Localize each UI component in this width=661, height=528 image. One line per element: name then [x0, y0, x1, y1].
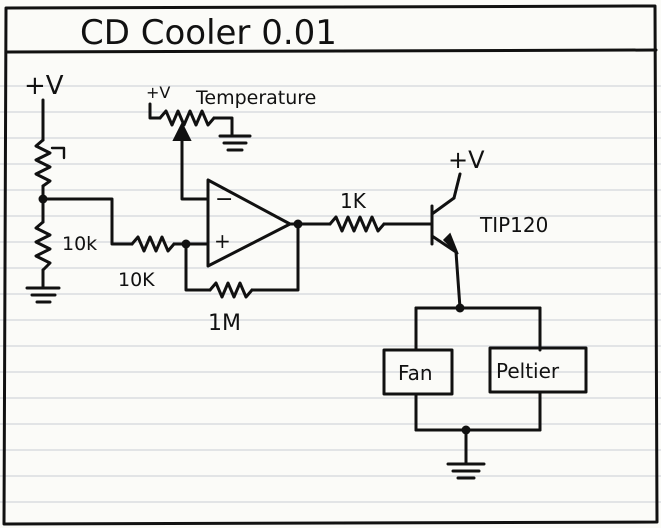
label-10k-input: 10K — [118, 269, 155, 291]
opamp-triangle — [206, 178, 292, 268]
wire-pot-ground — [212, 116, 234, 138]
frame-border — [2, 4, 659, 526]
potentiometer-wiper-arrow — [172, 121, 192, 141]
supply-label-pot: +V — [146, 83, 170, 102]
label-1m: 1M — [208, 311, 241, 336]
opamp-minus-label: − — [215, 187, 233, 212]
ground-icon-pot — [218, 134, 252, 152]
ruled-lines — [0, 85, 661, 503]
thermistor-marker — [50, 146, 66, 160]
feedback-resistor-1m — [208, 281, 254, 299]
input-resistor-10k — [130, 235, 176, 253]
ground-icon-right — [446, 462, 486, 480]
wire-feedback-left — [184, 242, 212, 292]
label-10k-divider: 10k — [62, 233, 97, 255]
diagram-title: CD Cooler 0.01 — [80, 13, 337, 53]
title-divider — [4, 48, 658, 54]
base-resistor-1k — [328, 215, 386, 233]
wire-collector-supply — [452, 172, 462, 200]
opamp-plus-label: + — [214, 229, 231, 253]
wire-pot-supply — [148, 102, 162, 120]
tip120-transistor-icon — [430, 196, 459, 255]
wire-emitter-to-load — [454, 250, 462, 310]
fan-box — [382, 348, 454, 396]
peltier-box — [488, 346, 588, 394]
wire-divider-to-input — [41, 197, 134, 246]
ground-icon-left — [25, 286, 61, 304]
label-transistor: TIP120 — [479, 213, 548, 237]
fan-label: Fan — [398, 361, 433, 385]
label-1k: 1K — [340, 189, 367, 213]
junction-output — [293, 219, 303, 229]
label-temperature: Temperature — [195, 87, 316, 109]
divider-resistor-10k — [34, 220, 52, 272]
temperature-potentiometer — [158, 109, 216, 127]
peltier-label: Peltier — [496, 359, 560, 383]
supply-label-right: +V — [448, 146, 485, 174]
wire-wiper-to-minus — [180, 138, 210, 201]
supply-label-left: +V — [24, 71, 64, 101]
thermistor-resistor — [34, 138, 52, 188]
wire-feedback-right — [250, 224, 300, 292]
